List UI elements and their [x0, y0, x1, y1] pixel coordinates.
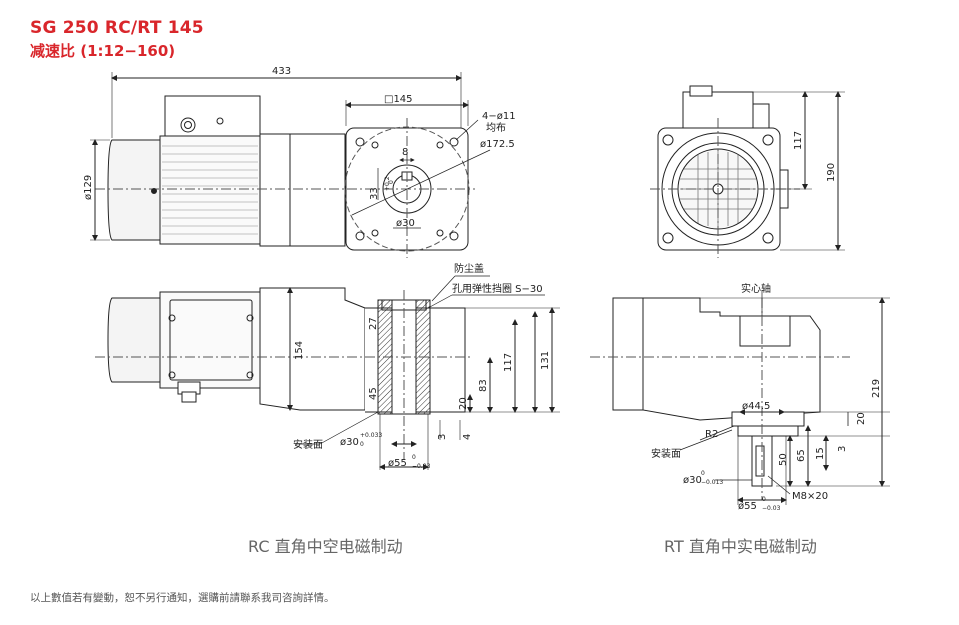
dim-117: 117 [793, 131, 804, 150]
dim-27: 27 [368, 317, 379, 330]
dim-pilot-tol-lower: −0.03 [412, 463, 431, 470]
dim-pilot-tol-lower: −0.03 [762, 505, 781, 512]
dim-shaft: ø30 [683, 475, 702, 486]
label-circlip: 孔用弹性挡圈 S−30 [452, 282, 543, 295]
dim-bore: ø30 [340, 437, 359, 448]
dim-433: 433 [272, 66, 291, 77]
rc-top-view [90, 72, 491, 258]
dim-131: 131 [540, 351, 551, 370]
dim-bore-tol-lower: 0 [360, 441, 364, 448]
dim-r2: R2 [705, 429, 718, 440]
dim-20: 20 [856, 412, 867, 425]
dim-pilot-tol-upper: 0 [762, 496, 766, 503]
dim-15: 15 [815, 447, 826, 460]
dim-117: 117 [503, 353, 514, 372]
rc-top-labels: 433 □145 4−ø11 均布 ø172.5 ø129 8 33 +0.2 … [83, 66, 516, 229]
label-solid-shaft: 实心轴 [741, 282, 771, 295]
dim-190: 190 [826, 163, 837, 182]
dim-bore-tol-upper: +0.033 [360, 432, 382, 439]
model-title: SG 250 RC/RT 145 [30, 18, 204, 38]
dim-3: 3 [837, 446, 848, 452]
dim-pcd: ø172.5 [480, 139, 515, 150]
dim-bolt-holes: 4−ø11 [482, 111, 516, 122]
rt-front-view [650, 85, 845, 258]
label-mount-face: 安装面 [293, 438, 323, 451]
dim-keyway-depth: 33 [369, 187, 380, 200]
dim-44-5: ø44.5 [742, 401, 770, 412]
rc-side-labels: 防尘盖 孔用弹性挡圈 S−30 154 27 45 83 117 131 20 … [293, 262, 551, 470]
dim-219: 219 [871, 379, 882, 398]
dim-motor-dia: ø129 [83, 175, 94, 200]
caption-rc: RC 直角中空电磁制动 [248, 537, 403, 556]
dim-pilot: ø55 [738, 501, 757, 512]
dim-65: 65 [796, 449, 807, 462]
dim-20: 20 [458, 397, 469, 410]
dim-flange-square: □145 [384, 94, 413, 105]
dim-thread: M8×20 [792, 491, 828, 502]
dim-keyway-tol-upper: +0.2 [384, 176, 391, 191]
dim-bolt-holes-note: 均布 [486, 122, 506, 134]
ratio-subtitle: 减速比 (1:12−160) [30, 42, 176, 60]
dim-bore: ø30 [396, 218, 415, 229]
footnote: 以上數值若有變動，恕不另行通知，選購前請聯系我司咨詢詳情。 [30, 592, 335, 604]
dim-key-width: 8 [402, 147, 408, 158]
rt-side-labels: 实心轴 219 ø44.5 R2 安装面 20 50 65 15 3 ø30 0… [651, 282, 882, 512]
rc-side-view [95, 275, 560, 470]
label-dust-cover: 防尘盖 [454, 262, 484, 275]
label-mount-face: 安装面 [651, 447, 681, 460]
dim-3: 3 [437, 434, 448, 440]
caption-rt: RT 直角中实电磁制动 [664, 537, 817, 556]
dim-83: 83 [478, 379, 489, 392]
dim-154: 154 [294, 341, 305, 360]
dim-50: 50 [778, 453, 789, 466]
dim-keyway-tol-lower: 0 [388, 180, 395, 184]
dim-pilot: ø55 [388, 458, 407, 469]
dim-pilot-tol-upper: 0 [412, 454, 416, 461]
rt-side-view [590, 290, 890, 505]
rt-front-labels: 117 190 [793, 131, 837, 182]
dim-shaft-tol-lower: −0.013 [701, 479, 723, 486]
dim-shaft-tol-upper: 0 [701, 470, 705, 477]
dim-4: 4 [462, 434, 473, 440]
dim-45: 45 [368, 387, 379, 400]
